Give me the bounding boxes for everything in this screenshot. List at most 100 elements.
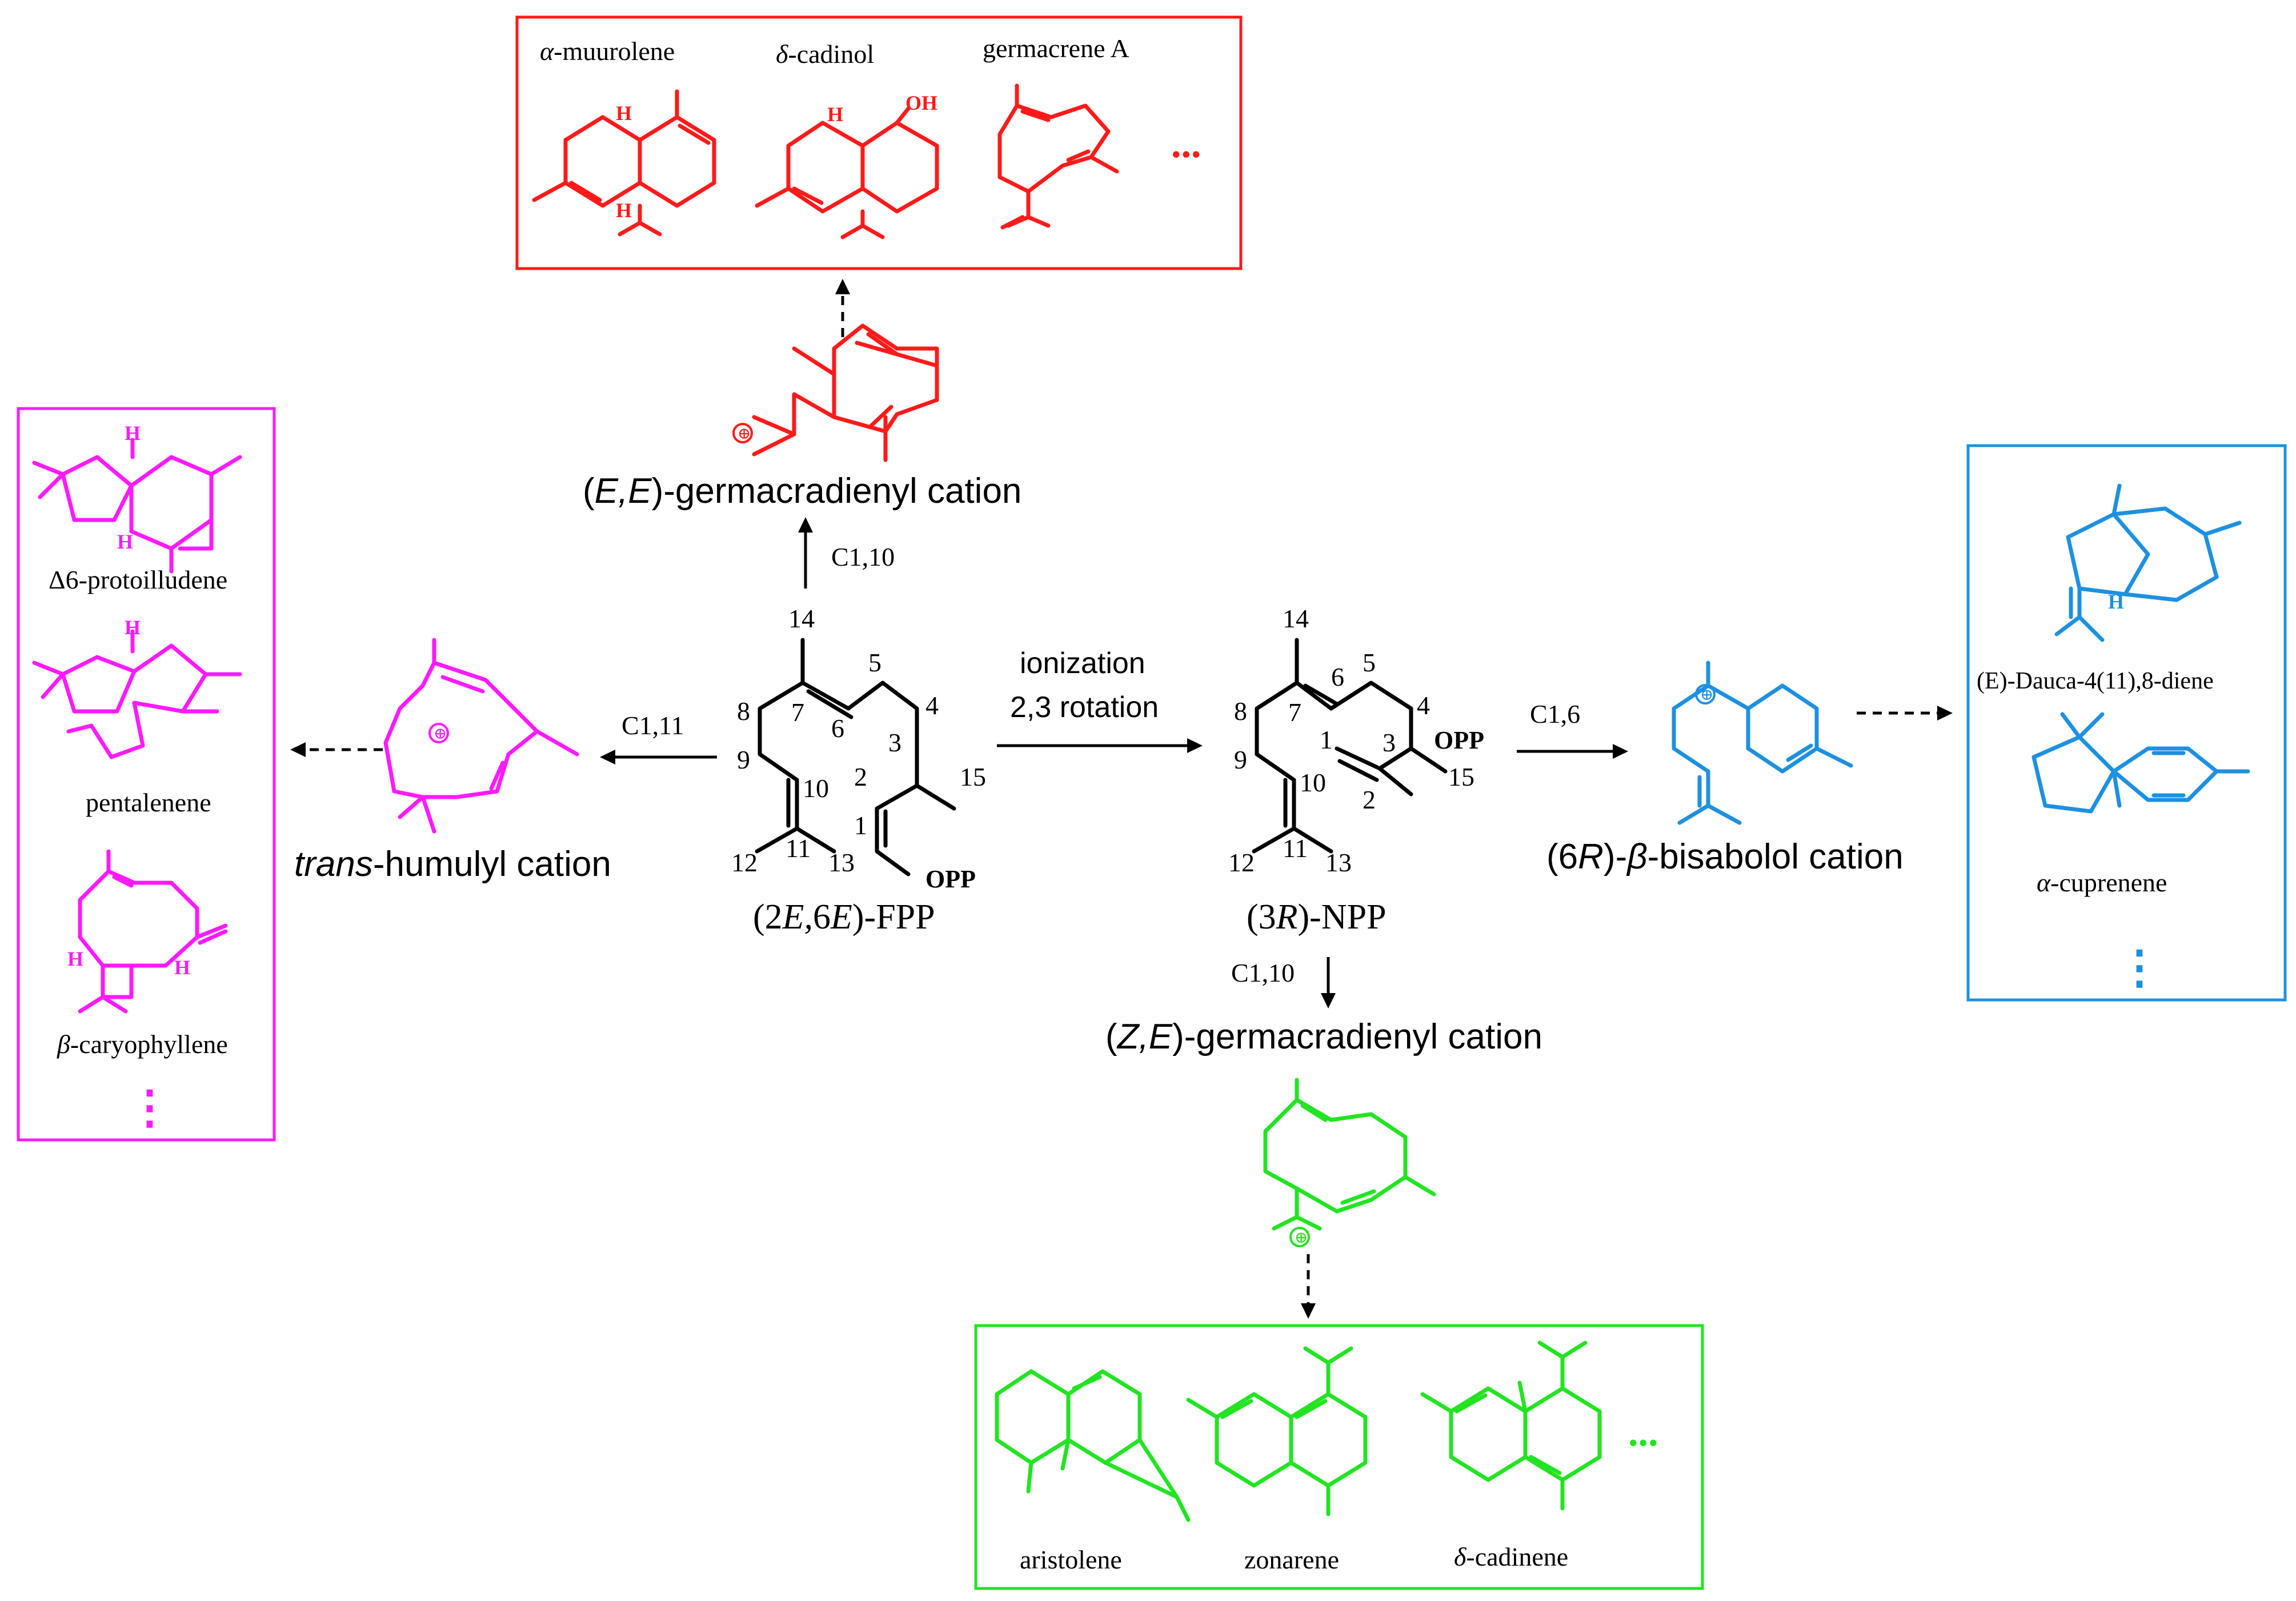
- fpp-num-8: 8: [737, 697, 750, 726]
- dashed-arrow-to-blue-box: [1857, 706, 1953, 721]
- c1-10-up-label: C1,10: [831, 542, 895, 571]
- bisabolol-cation-plus: ⊕: [1700, 686, 1713, 704]
- fpp-num-1: 1: [854, 811, 867, 840]
- alpha-muurolene-structure: H H: [532, 89, 716, 237]
- red-item-2-label: germacrene A: [983, 34, 1129, 63]
- npp-num-12: 12: [1228, 848, 1255, 877]
- fpp-num-12: 12: [731, 848, 758, 877]
- magenta-products-box: [17, 407, 276, 1142]
- fpp-num-3: 3: [888, 728, 901, 757]
- fpp-structure: OPP: [755, 638, 976, 893]
- magenta-item-2-label: β-caryophyllene: [57, 1030, 228, 1059]
- fpp-atom-numbers: 14 5 8 7 6 4 9 3 2 10 15 1 12 11 13: [731, 604, 986, 877]
- bisabolol-cation-label: (6R)-β-bisabolol cation: [1546, 837, 1904, 876]
- alpha-muurolene-h-top: H: [616, 102, 632, 125]
- npp-label: (3R)-NPP: [1247, 898, 1387, 936]
- delta-cadinol-h: H: [827, 103, 843, 126]
- alpha-muurolene-h-bottom: H: [616, 199, 632, 222]
- blue-products-box: [1966, 444, 2287, 1002]
- npp-num-7: 7: [1288, 698, 1301, 727]
- rotation-label: 2,3 rotation: [1010, 691, 1159, 724]
- protoilludene-h-bottom: H: [117, 530, 133, 553]
- npp-structure: OPP: [1252, 638, 1484, 854]
- c1-11-label: C1,11: [622, 711, 684, 740]
- c1-10-down-label: C1,10: [1231, 958, 1295, 987]
- ionization-label: ionization: [1020, 647, 1145, 680]
- delta-cadinol-oh: OH: [905, 91, 937, 114]
- npp-num-5: 5: [1363, 648, 1376, 677]
- arrow-ionization: [997, 738, 1203, 753]
- fpp-num-4: 4: [925, 691, 939, 720]
- npp-num-4: 4: [1417, 691, 1430, 720]
- green-item-1-label: zonarene: [1244, 1545, 1339, 1574]
- fpp-num-6: 6: [831, 714, 844, 743]
- npp-num-6: 6: [1331, 662, 1344, 691]
- ze-germacradienyl-structure: ⊕: [1263, 1078, 1436, 1247]
- ee-cation-plus: ⊕: [738, 425, 751, 443]
- npp-num-10: 10: [1300, 768, 1326, 797]
- magenta-box-ellipsis: ⋮: [127, 1083, 173, 1133]
- delta-cadinene-structure: [1420, 1340, 1602, 1511]
- ee-germacradienyl-label: (E,E)-germacradienyl cation: [583, 471, 1021, 511]
- npp-num-1: 1: [1320, 725, 1333, 754]
- npp-num-3: 3: [1383, 728, 1396, 757]
- ze-germacradienyl-label: (Z,E)-germacradienyl cation: [1105, 1017, 1542, 1056]
- aristolene-structure: [995, 1369, 1191, 1522]
- npp-num-13: 13: [1325, 848, 1352, 877]
- dashed-arrow-to-red-box: [835, 279, 850, 337]
- dauca-diene-structure: H: [2054, 483, 2242, 642]
- fpp-num-13: 13: [828, 848, 855, 877]
- red-item-1-label: δ-cadinol: [776, 39, 874, 69]
- red-item-0-label: α-muurolene: [540, 37, 675, 66]
- green-box-ellipsis: ...: [1628, 1411, 1658, 1455]
- ee-germacradienyl-structure: ⊕: [732, 323, 939, 462]
- fpp-num-14: 14: [788, 604, 815, 633]
- npp-num-14: 14: [1283, 604, 1309, 633]
- magenta-item-1-label: pentalenene: [86, 788, 211, 817]
- fpp-label: (2E,6E)-FPP: [753, 898, 935, 936]
- protoilludene-h-top: H: [125, 422, 141, 445]
- germacrene-a-structure: [997, 83, 1119, 230]
- blue-box-ellipsis: ⋮: [2117, 943, 2162, 993]
- pentalenene-structure: H: [32, 616, 242, 759]
- npp-num-8: 8: [1234, 697, 1247, 726]
- beta-caryophyllene-structure: H H: [67, 849, 228, 1014]
- humulyl-cation-plus: ⊕: [434, 725, 447, 743]
- arrow-c1-11: [600, 750, 717, 765]
- caryophyllene-h-left: H: [67, 947, 83, 970]
- bisabolol-cation-structure: ⊕: [1672, 661, 1853, 825]
- ze-cation-plus: ⊕: [1295, 1229, 1308, 1247]
- npp-opp-label: OPP: [1434, 726, 1484, 754]
- red-products-box: [515, 15, 1243, 270]
- dauca-diene-h: H: [2108, 590, 2124, 613]
- protoilludene-structure: H H: [32, 422, 242, 574]
- red-box-ellipsis: ...: [1171, 122, 1201, 166]
- pentalenene-h: H: [125, 616, 141, 639]
- alpha-cuprenene-structure: [2031, 712, 2250, 814]
- blue-item-1-label: α-cuprenene: [2037, 868, 2167, 897]
- arrow-c1-6: [1517, 744, 1628, 759]
- fpp-num-2: 2: [854, 762, 867, 791]
- fpp-opp-label: OPP: [925, 865, 976, 893]
- trans-humulyl-label: trans-humulyl cation: [294, 844, 611, 884]
- npp-num-2: 2: [1363, 785, 1376, 814]
- delta-cadinol-structure: H OH: [755, 91, 939, 239]
- fpp-num-11: 11: [786, 834, 811, 863]
- magenta-item-0-label: Δ6-protoilludene: [49, 565, 227, 594]
- npp-num-11: 11: [1283, 834, 1308, 863]
- dashed-arrow-to-magenta-box: [290, 742, 383, 757]
- trans-humulyl-structure: ⊕: [383, 638, 579, 834]
- fpp-num-15: 15: [960, 762, 986, 791]
- c1-6-label: C1,6: [1530, 699, 1580, 729]
- npp-num-15: 15: [1448, 762, 1474, 791]
- npp-num-9: 9: [1234, 745, 1247, 774]
- green-item-0-label: aristolene: [1020, 1545, 1122, 1574]
- green-item-2-label: δ-cadinene: [1454, 1542, 1568, 1571]
- arrow-c1-10-down: [1321, 957, 1336, 1008]
- blue-item-0-label: (E)-Dauca-4(11),8-diene: [1977, 668, 2214, 694]
- arrow-c1-10-up: [798, 517, 813, 589]
- zonarene-structure: [1186, 1346, 1368, 1516]
- npp-atom-numbers: 14 5 8 7 6 4 1 3 9 15 10 2 12 11 13: [1228, 604, 1474, 877]
- fpp-num-7: 7: [791, 698, 804, 727]
